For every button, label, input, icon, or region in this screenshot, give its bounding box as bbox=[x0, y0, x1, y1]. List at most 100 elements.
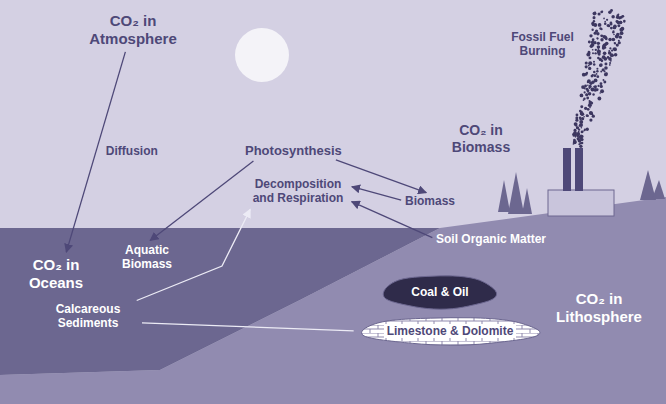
smoke-dot bbox=[603, 56, 605, 58]
smoke-dot bbox=[573, 141, 576, 144]
smoke-dot bbox=[584, 91, 586, 93]
deposit-shape bbox=[361, 317, 539, 345]
smoke-dot bbox=[610, 27, 613, 30]
smoke-dot bbox=[586, 88, 589, 91]
smoke-dot bbox=[613, 34, 615, 36]
smoke-dot bbox=[587, 81, 590, 84]
smoke-dot bbox=[613, 25, 617, 29]
smoke-dot bbox=[614, 42, 616, 44]
smoke-dot bbox=[614, 53, 618, 57]
smoke-dot bbox=[596, 70, 598, 72]
node-text: Soil Organic Matter bbox=[436, 232, 546, 246]
smoke-dot bbox=[587, 108, 590, 111]
smoke-dot bbox=[610, 9, 613, 12]
smoke-dot bbox=[600, 82, 603, 85]
smoke-dot bbox=[573, 140, 577, 144]
land bbox=[0, 197, 666, 404]
smoke-dot bbox=[615, 49, 617, 51]
smoke-dot bbox=[598, 23, 602, 27]
node-text: Decomposition and Respiration bbox=[248, 177, 348, 206]
smoke-dot bbox=[584, 87, 586, 89]
smoke-dot bbox=[602, 55, 606, 59]
smoke-dot bbox=[581, 142, 584, 145]
smoke-dot bbox=[574, 124, 577, 127]
flow-arrow bbox=[150, 161, 253, 241]
smoke-dot bbox=[597, 38, 599, 40]
smoke-dot bbox=[587, 91, 589, 93]
smoke-dot bbox=[597, 45, 600, 48]
process-label: Fossil Fuel Burning bbox=[505, 30, 580, 59]
smoke-dot bbox=[618, 41, 621, 44]
smoke-dot bbox=[608, 50, 610, 52]
smoke-dot bbox=[592, 93, 594, 95]
sun bbox=[235, 28, 289, 82]
smoke-dot bbox=[593, 16, 596, 19]
smoke-dot bbox=[585, 72, 588, 75]
smoke-dot bbox=[620, 31, 624, 35]
reservoir-label: CO₂ in Atmosphere bbox=[68, 12, 198, 48]
smoke-dot bbox=[575, 117, 578, 120]
smoke-dot bbox=[590, 45, 594, 49]
smoke-dot bbox=[611, 49, 613, 51]
smoke-dot bbox=[604, 22, 607, 25]
smoke-dot bbox=[583, 99, 585, 101]
smoke-dot bbox=[576, 114, 579, 117]
smoke-dot bbox=[619, 28, 623, 32]
smoke-dot bbox=[611, 15, 614, 18]
smoke-dot bbox=[603, 18, 605, 20]
smoke-dot bbox=[586, 72, 588, 74]
smoke-dot bbox=[593, 74, 596, 77]
smoke-dot bbox=[573, 131, 577, 135]
smoke-dot bbox=[586, 128, 589, 131]
smoke-dot bbox=[613, 47, 617, 51]
reservoir-label: CO₂ in Biomass bbox=[440, 122, 522, 156]
smoke-dot bbox=[596, 37, 598, 39]
smoke-dot bbox=[605, 37, 608, 40]
smoke-dot bbox=[593, 86, 595, 88]
smoke-dot bbox=[609, 64, 611, 66]
smoke-dot bbox=[592, 114, 595, 117]
smoke-dot bbox=[608, 25, 610, 27]
smoke-dot bbox=[594, 52, 596, 54]
smoke-dot bbox=[587, 84, 589, 86]
smoke-dot bbox=[588, 52, 590, 54]
smoke-dot bbox=[594, 85, 597, 88]
factory bbox=[548, 148, 614, 216]
smoke-dot bbox=[585, 61, 588, 64]
smoke-dot bbox=[597, 49, 599, 51]
smoke-dot bbox=[603, 52, 607, 56]
smoke-dot bbox=[589, 34, 592, 37]
pool-label: Aquatic Biomass bbox=[112, 243, 182, 272]
smoke-dot bbox=[586, 53, 590, 57]
smoke-dot bbox=[616, 44, 619, 47]
smoke-dot bbox=[608, 51, 611, 54]
smoke-dot bbox=[599, 64, 602, 67]
limestone-deposit: Limestone & Dolomite bbox=[358, 317, 543, 345]
smoke-dot bbox=[586, 114, 589, 117]
smoke-dot bbox=[603, 79, 605, 81]
pool-label: Biomass bbox=[405, 194, 455, 208]
smoke-dot bbox=[602, 46, 605, 49]
smoke-dot bbox=[591, 75, 594, 78]
smoke-dot bbox=[600, 89, 604, 93]
smoke-dot bbox=[600, 70, 602, 72]
smoke-dot bbox=[621, 15, 624, 18]
smoke-dot bbox=[598, 13, 601, 16]
smoke-dot bbox=[578, 128, 580, 130]
smoke-dot bbox=[580, 105, 583, 108]
smoke-dot bbox=[603, 70, 605, 72]
smoke-dot bbox=[612, 38, 616, 42]
smoke-dot bbox=[608, 38, 612, 42]
smoke-dot bbox=[585, 93, 588, 96]
smoke-dot bbox=[605, 42, 609, 46]
smoke-dot bbox=[607, 24, 610, 27]
smoke-dot bbox=[609, 62, 611, 64]
smoke-dot bbox=[597, 97, 601, 101]
smoke-dot bbox=[591, 81, 594, 84]
smoke-dot bbox=[588, 103, 592, 107]
smoke-dot bbox=[592, 38, 595, 41]
node-text: Photosynthesis bbox=[245, 143, 342, 159]
smoke-dot bbox=[581, 112, 585, 116]
smoke-dot bbox=[613, 48, 615, 50]
